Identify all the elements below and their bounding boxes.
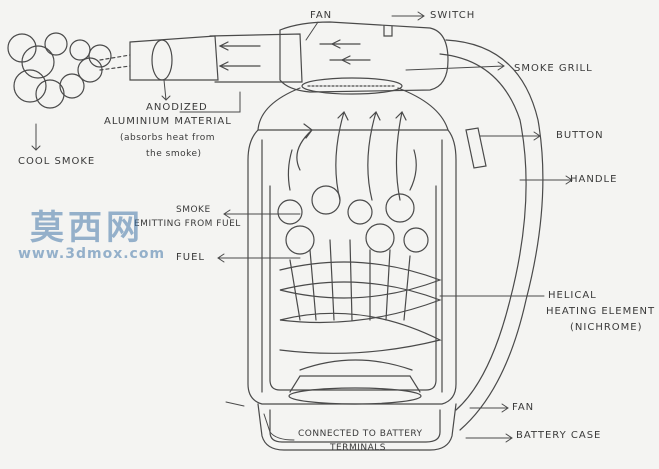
smoke-cloud <box>7 32 131 109</box>
label-fan-top: FAN <box>310 10 333 21</box>
label-handle: HANDLE <box>570 174 618 185</box>
neck <box>257 87 449 131</box>
label-anodized-3: (absorbs heat from <box>120 133 215 143</box>
label-helical-3: (NICHROME) <box>570 322 643 333</box>
label-anodized-1: ANODIZED <box>146 102 208 113</box>
battery-case <box>257 403 457 451</box>
label-anodized-2: ALUMINIUM MATERIAL <box>104 116 232 127</box>
helical-heating-element <box>279 261 442 354</box>
label-smoke-grill: SMOKE GRILL <box>514 63 593 74</box>
label-helical-1: HELICAL <box>548 290 597 301</box>
label-fan-bottom: FAN <box>512 402 535 413</box>
smoke-grill <box>301 77 403 95</box>
label-fuel: FUEL <box>176 252 205 263</box>
fan-housing <box>279 21 449 93</box>
label-switch: SWITCH <box>430 10 476 21</box>
rising-smoke <box>287 110 417 201</box>
label-smoke-fuel-2: EMITTING FROM FUEL <box>134 219 241 229</box>
handle <box>439 39 544 431</box>
label-cool-smoke: COOL SMOKE <box>18 156 96 167</box>
watermark-url: www.3dmox.com <box>18 246 166 262</box>
label-connected-2: TERMINALS <box>330 443 386 453</box>
label-battery-case: BATTERY CASE <box>516 430 602 441</box>
label-button: BUTTON <box>556 130 604 141</box>
fuel <box>277 185 429 321</box>
label-anodized-4: the smoke) <box>146 149 202 159</box>
watermark-logo: 莫西网 <box>30 208 144 248</box>
nozzle <box>129 33 303 83</box>
label-helical-2: HEATING ELEMENT <box>546 306 656 317</box>
label-smoke-fuel-1: SMOKE <box>176 205 211 215</box>
bottom-fan <box>288 359 422 405</box>
label-connected-1: CONNECTED TO BATTERY <box>298 429 423 439</box>
leader-lines <box>31 11 573 443</box>
jar-body <box>247 129 457 405</box>
